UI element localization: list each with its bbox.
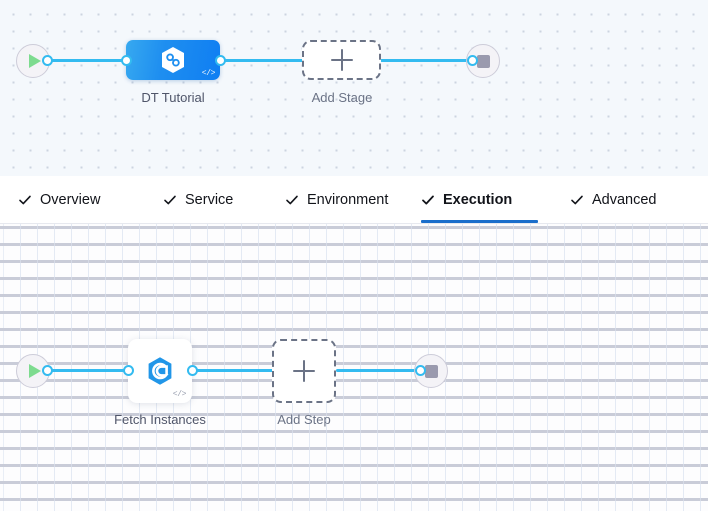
step-start-output-port[interactable] <box>42 365 53 376</box>
edge-step-to-add-step <box>192 369 278 372</box>
hexagon-e-icon <box>128 339 192 403</box>
step-node-label: Fetch Instances <box>114 412 206 427</box>
add-stage-button[interactable] <box>302 40 381 80</box>
stage-node-label: DT Tutorial <box>141 90 205 105</box>
stage-end-input-port[interactable] <box>467 55 478 66</box>
stage-node-input-port[interactable] <box>121 55 132 66</box>
edge-stage-to-add-stage <box>216 59 308 62</box>
edge-start-to-step <box>48 369 132 372</box>
tab-advanced-label: Advanced <box>592 191 657 208</box>
step-node-input-port[interactable] <box>123 365 134 376</box>
add-step-button[interactable] <box>272 339 336 403</box>
tab-overview-label: Overview <box>40 191 101 208</box>
tab-advanced[interactable]: Advanced <box>570 176 680 223</box>
code-badge-icon: </> <box>201 69 216 78</box>
check-icon <box>285 193 299 207</box>
stage-config-tabs: Overview Service Environment Execution <box>0 176 708 223</box>
edge-add-stage-to-end <box>380 59 472 62</box>
active-tab-indicator <box>421 220 538 223</box>
step-node-fetch-instances[interactable]: </> <box>128 339 192 403</box>
check-icon <box>18 193 32 207</box>
play-icon <box>28 54 41 68</box>
tab-service[interactable]: Service <box>163 176 251 223</box>
plus-icon <box>330 49 353 71</box>
check-icon <box>570 193 584 207</box>
add-stage-label: Add Stage <box>311 90 373 105</box>
stage-node-dt-tutorial[interactable]: </> <box>126 40 220 80</box>
tab-execution[interactable]: Execution <box>421 176 538 223</box>
execution-steps-canvas[interactable]: </> Fetch Instances Add Step <box>0 223 708 511</box>
step-end-input-port[interactable] <box>415 365 426 376</box>
hexagon-infinity-icon <box>126 40 220 80</box>
check-icon <box>421 193 435 207</box>
stage-start-output-port[interactable] <box>42 55 53 66</box>
tab-environment-label: Environment <box>307 191 389 208</box>
check-icon <box>163 193 177 207</box>
stage-node-output-port[interactable] <box>215 55 226 66</box>
stop-square-icon <box>424 364 438 378</box>
pipeline-stages-canvas[interactable]: </> DT Tutorial Add Stage <box>0 0 708 176</box>
add-step-label: Add Step <box>277 412 331 427</box>
play-icon <box>28 364 41 378</box>
code-badge-icon: </> <box>172 390 187 399</box>
plus-icon <box>293 360 315 382</box>
tab-overview[interactable]: Overview <box>18 176 115 223</box>
tab-environment[interactable]: Environment <box>285 176 403 223</box>
step-node-output-port[interactable] <box>187 365 198 376</box>
tab-service-label: Service <box>185 191 234 208</box>
stop-square-icon <box>476 54 490 68</box>
step-start-node[interactable] <box>16 354 50 388</box>
edge-start-to-stage <box>48 59 132 62</box>
tab-execution-label: Execution <box>443 191 513 208</box>
edge-add-step-to-end <box>336 369 422 372</box>
